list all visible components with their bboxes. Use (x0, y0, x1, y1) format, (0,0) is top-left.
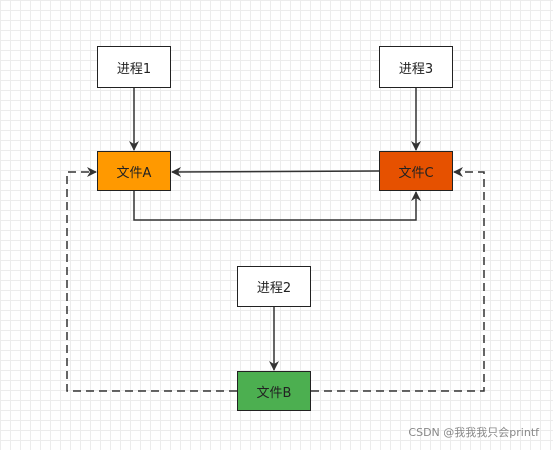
file-b-node[interactable]: 文件B (237, 371, 311, 411)
file-c-node[interactable]: 文件C (379, 151, 453, 191)
process-2-node[interactable]: 进程2 (237, 266, 311, 307)
edge-fileB-to-fileA-dashed (66, 167, 237, 392)
process-1-node[interactable]: 进程1 (97, 46, 171, 88)
edge-fileC-to-fileA (171, 166, 380, 177)
edge-fileB-to-fileC-dashed (311, 167, 485, 392)
edge-fileA-to-fileC (133, 191, 421, 221)
watermark: CSDN @我我我只会printf (408, 426, 539, 439)
process-3-node[interactable]: 进程3 (379, 46, 453, 88)
file-a-node[interactable]: 文件A (97, 151, 171, 191)
